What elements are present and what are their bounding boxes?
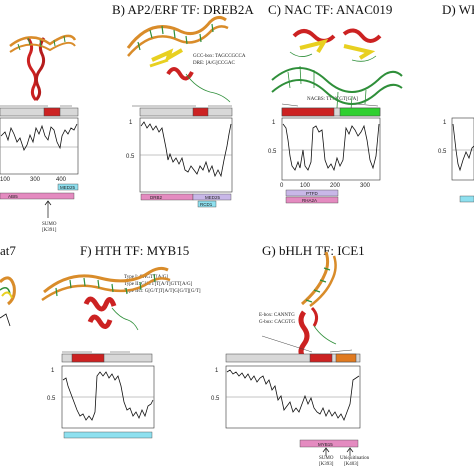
panel-b-disorder-curve (140, 121, 232, 178)
panel-c-disorder-curve (282, 123, 380, 172)
panel-a-plot-frame (0, 117, 79, 175)
panel-c-plot-frame (281, 117, 381, 181)
panel-c-title: C) NAC TF: ANAC019 (268, 2, 393, 17)
nacbs-motif: NACBS: TTNCGT[G/A] (307, 97, 358, 102)
panel-e-title: at7 (0, 243, 16, 258)
g-sumo-label: SUMO (319, 456, 334, 461)
panel-c-x-ticks: 0 100 200 300 (280, 183, 371, 189)
panel-b-med25-box (192, 193, 232, 201)
panel-a-disorder-curve (0, 123, 78, 151)
svg-text:MED25: MED25 (60, 185, 76, 190)
type2-motif: Type II: G[G/T]T[A/T]GTT[A/G] (124, 282, 193, 287)
g-ubiq-label: Ubiquitination (340, 456, 370, 461)
svg-text:1: 1 (272, 120, 276, 126)
svg-text:ABI5: ABI5 (8, 194, 18, 199)
panel-f-domain-bar (61, 353, 153, 363)
panel-g-disorder-curve (226, 369, 360, 421)
panel-b-structure (126, 15, 231, 103)
svg-text:DRB2: DRB2 (150, 195, 163, 200)
panel-g-structure (298, 251, 337, 360)
dre-motif: DRE: [A/G]CCGAC (193, 61, 235, 66)
panel-f-disorder-curve (62, 371, 154, 421)
panel-b-ap2-domain (192, 107, 209, 117)
panel-g-title: G) bHLH TF: ICE1 (262, 243, 365, 258)
type3-motif: Type IIG: G[G/T]T[A/T]G[G/T][G/T] (124, 289, 201, 294)
panel-a-structure (9, 34, 77, 102)
panel-a-med25-box (57, 183, 79, 191)
panel-a-domain-bar (0, 107, 79, 117)
panel-f-title: F) HTH TF: MYB15 (80, 243, 190, 258)
panel-f: 1 0.5 (41, 266, 171, 439)
panel-c-rha2a-box (285, 196, 339, 204)
panel-f-structure (41, 266, 171, 331)
panel-e (0, 276, 16, 327)
panel-g: 1 0.5 MYB15 (211, 251, 361, 456)
svg-text:1: 1 (51, 368, 55, 374)
svg-text:0.5: 0.5 (126, 154, 135, 160)
svg-text:0.5: 0.5 (438, 149, 447, 155)
panel-c-nac-domain (281, 107, 335, 117)
e-box-motif: E-box: CANNTG (259, 313, 295, 318)
svg-text:PTFD: PTFD (306, 191, 318, 196)
svg-text:0.5: 0.5 (268, 149, 277, 155)
svg-text:1: 1 (215, 368, 219, 374)
a-sumo-site: [K391] (42, 228, 57, 233)
panel-g-bhlh-domain (309, 353, 333, 363)
type1-motif: Type I: CNGTT[A/G] (124, 275, 169, 280)
panel-b: 1 0.5 DRB2 MED25 RCD1 (126, 15, 233, 208)
svg-text:MED25: MED25 (205, 195, 221, 200)
panel-b-rcd1-box (197, 200, 217, 208)
panel-g-domain-bar (225, 353, 361, 363)
panel-c-structure (271, 28, 403, 111)
svg-text:400: 400 (56, 177, 67, 183)
panel-g-myb15-box (299, 439, 359, 448)
svg-text:200: 200 (330, 183, 341, 189)
svg-text:100: 100 (0, 177, 11, 183)
panel-c: 1 0.5 0 100 200 300 PTFD RHA2A (268, 28, 403, 204)
svg-text:0.5: 0.5 (211, 396, 220, 402)
panel-a-abi5-box (0, 192, 75, 200)
panel-b-domain-bar (139, 107, 233, 117)
svg-text:MYB15: MYB15 (318, 442, 333, 447)
panel-a-x-ticks: 100 300 400 (0, 177, 67, 183)
panel-c-trd-domain (339, 107, 381, 117)
panel-b-dreb2-box (140, 193, 194, 201)
panel-a: 100 300 400 MED25 ABI5 (0, 34, 79, 218)
a-sumo-label: SUMO (42, 222, 57, 227)
g-ubiq-site: [K403] (344, 462, 359, 467)
svg-text:0: 0 (280, 183, 284, 189)
panel-f-myb-domain (71, 353, 105, 363)
svg-text:100: 100 (300, 183, 311, 189)
svg-text:RCD1: RCD1 (200, 202, 213, 207)
panel-d: 1 0.5 (438, 117, 474, 203)
svg-text:RHA2A: RHA2A (302, 198, 317, 203)
panel-a-bzip-domain (43, 107, 61, 117)
svg-text:300: 300 (30, 177, 41, 183)
panel-b-title: B) AP2/ERF TF: DREB2A (112, 2, 254, 17)
g-box-motif: G-box: CACGTG (259, 320, 295, 325)
panel-d-plot-frame (451, 117, 474, 181)
svg-text:0.5: 0.5 (47, 396, 56, 402)
gcc-box-motif: GCC-box: TAGCCGCCA (193, 54, 246, 59)
panel-c-ptfd-box (285, 189, 339, 197)
svg-text:300: 300 (360, 183, 371, 189)
svg-text:1: 1 (129, 120, 133, 126)
g-sumo-site: [K393] (319, 462, 334, 467)
panel-d-title: D) WF (442, 2, 474, 17)
svg-text:1: 1 (443, 120, 447, 126)
panel-f-partner-box (63, 431, 153, 439)
panel-g-act-domain (335, 353, 357, 363)
